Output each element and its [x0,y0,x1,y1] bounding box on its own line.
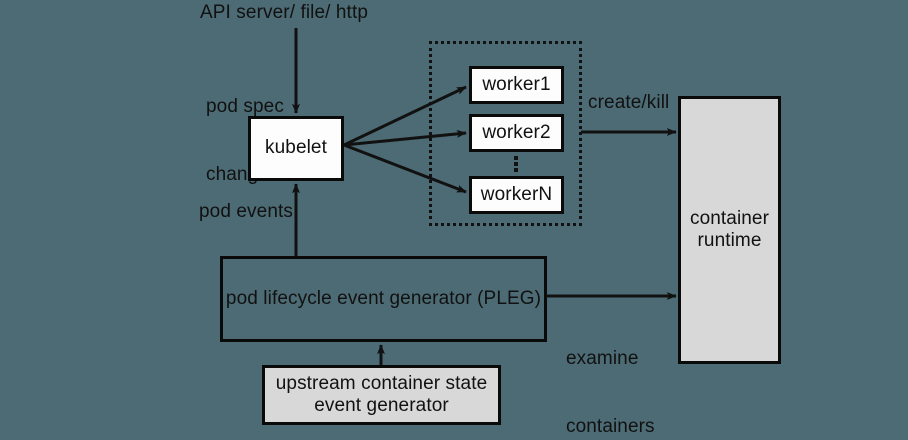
node-upstream-label-line2: event generator [314,395,449,416]
edge-label-examine-containers: examine containers [566,302,655,440]
node-api-source-label: API server/ file/ http [200,2,368,23]
edge-kubelet-to-worker2 [343,129,467,147]
node-upstream-event-generator[interactable]: upstream container state event generator [262,365,501,425]
edge-kubelet-to-workerN [343,143,467,194]
node-worker1[interactable]: worker1 [469,66,564,104]
node-container-runtime[interactable]: container runtime [678,96,781,364]
edge-kubelet-to-worker1 [343,85,467,147]
node-workerN[interactable]: workerN [469,176,564,214]
edge-label-pod-spec-changes-line1: pod spec [206,95,284,117]
node-worker1-label: worker1 [482,73,551,95]
node-pleg[interactable]: pod lifecycle event generator (PLEG) [220,256,547,342]
node-container-runtime-label-line1: container [689,207,770,229]
node-kubelet-label: kubelet [265,137,327,159]
node-upstream-label-line1: upstream container state [275,372,488,394]
node-container-runtime-label-line2: runtime [697,230,762,251]
node-worker2[interactable]: worker2 [469,114,564,152]
node-worker2-label: worker2 [482,121,551,143]
edge-label-examine-containers-line2: containers [566,415,655,437]
node-kubelet[interactable]: kubelet [248,116,344,181]
node-worker-group [429,41,582,226]
worker-ellipsis-icon [514,156,518,172]
edge-label-examine-containers-line1: examine [566,347,639,369]
edge-label-create-kill: create/kill [588,92,670,113]
node-workerN-label: workerN [480,183,553,205]
edge-label-pod-events: pod events [199,201,293,222]
node-pleg-label: pod lifecycle event generator (PLEG) [225,287,542,309]
